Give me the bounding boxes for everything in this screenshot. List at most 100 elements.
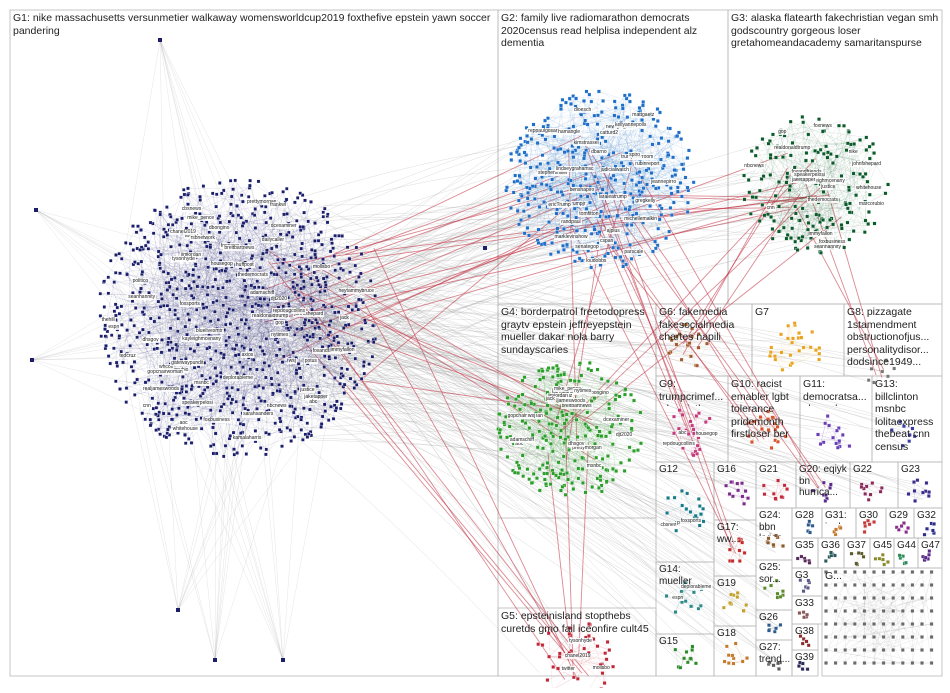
node	[811, 524, 814, 527]
edge	[36, 210, 144, 296]
node	[644, 199, 647, 202]
node	[566, 478, 569, 481]
node	[656, 107, 659, 110]
node	[351, 308, 354, 311]
node	[867, 222, 870, 225]
node	[517, 199, 520, 202]
node	[228, 220, 231, 223]
node	[863, 521, 866, 524]
node	[560, 410, 563, 413]
node	[807, 221, 810, 224]
node	[665, 183, 668, 186]
node	[355, 280, 358, 283]
node	[537, 369, 540, 372]
node	[638, 170, 641, 173]
node	[681, 504, 684, 507]
node	[209, 246, 212, 249]
node	[534, 385, 537, 388]
node	[533, 197, 536, 200]
node	[681, 413, 684, 416]
node	[180, 232, 183, 235]
node	[241, 444, 244, 447]
node	[149, 221, 152, 224]
node	[596, 137, 599, 140]
node	[612, 246, 615, 249]
node	[873, 222, 876, 225]
node	[200, 219, 203, 222]
node	[614, 398, 617, 401]
node	[348, 257, 351, 260]
node	[558, 652, 561, 655]
node	[347, 305, 350, 308]
node	[560, 235, 563, 238]
node	[614, 394, 617, 397]
node	[295, 219, 298, 222]
node	[132, 248, 135, 251]
node	[547, 220, 550, 223]
node	[323, 289, 326, 292]
node	[247, 356, 250, 359]
node	[602, 166, 605, 169]
node	[692, 454, 695, 457]
node	[323, 374, 326, 377]
node	[162, 235, 165, 238]
node	[679, 181, 682, 184]
node	[551, 178, 554, 181]
node	[572, 156, 575, 159]
node	[214, 432, 217, 435]
node	[567, 127, 570, 130]
node	[600, 110, 603, 113]
node	[133, 381, 136, 384]
node	[209, 320, 212, 323]
node	[834, 528, 837, 531]
node	[541, 643, 544, 646]
node	[145, 388, 148, 391]
node	[611, 467, 614, 470]
node	[186, 244, 189, 247]
node	[209, 376, 212, 379]
node	[606, 454, 609, 457]
node	[209, 445, 212, 448]
node	[916, 479, 919, 482]
node	[222, 353, 225, 356]
node	[113, 281, 116, 284]
node	[588, 201, 591, 204]
node	[595, 464, 598, 467]
node	[680, 358, 683, 361]
node	[551, 450, 554, 453]
node	[561, 414, 564, 417]
node	[543, 434, 546, 437]
node	[302, 384, 305, 387]
node	[223, 328, 226, 331]
node	[514, 414, 517, 417]
node	[295, 372, 298, 375]
node	[577, 146, 580, 149]
node	[499, 435, 502, 438]
node	[272, 226, 275, 229]
node	[770, 346, 773, 349]
edge	[573, 96, 615, 101]
node	[597, 90, 600, 93]
node	[848, 211, 851, 214]
node	[257, 304, 260, 307]
node	[819, 442, 822, 445]
node	[750, 440, 753, 443]
node	[169, 327, 172, 330]
node	[277, 266, 280, 269]
node	[905, 530, 908, 533]
node	[695, 364, 698, 367]
node	[230, 402, 233, 405]
node	[186, 406, 189, 409]
node	[114, 271, 117, 274]
node	[632, 201, 635, 204]
node	[634, 218, 637, 221]
node	[166, 428, 169, 431]
node	[282, 323, 285, 326]
node	[696, 444, 699, 447]
node	[806, 246, 809, 249]
node	[523, 403, 526, 406]
node	[551, 366, 554, 369]
node	[118, 334, 121, 337]
node	[242, 396, 245, 399]
node	[112, 347, 115, 350]
